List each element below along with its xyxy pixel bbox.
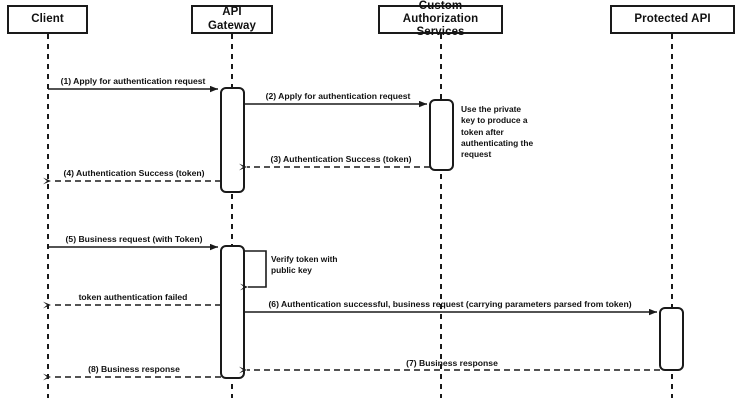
activation-gateway-auth-phase — [220, 87, 245, 193]
message-label-3: (3) Authentication Success (token) — [270, 154, 412, 164]
activation-bars-group — [220, 87, 684, 379]
participant-box-client[interactable]: Client — [7, 5, 88, 34]
participant-label-client: Client — [31, 12, 64, 25]
message-label-4: (4) Authentication Success (token) — [63, 168, 205, 178]
participant-box-protected-api[interactable]: Protected API — [610, 5, 735, 34]
participant-label-protected-api: Protected API — [634, 12, 711, 25]
participant-label-custom-authorization-services-line2: Services — [416, 26, 465, 39]
message-label-6: (6) Authentication successful, business … — [268, 299, 632, 309]
message-label-7: (7) Business response — [406, 358, 498, 368]
participant-label-api-gateway: API Gateway — [207, 6, 256, 32]
note-auth-private-key: Use the private key to produce a token a… — [461, 104, 534, 160]
self-message-verify-token — [240, 250, 267, 291]
participant-box-api-gateway[interactable]: API Gateway — [191, 5, 273, 34]
activation-protected-api — [659, 307, 684, 371]
message-label-token-failed: token authentication failed — [78, 292, 188, 302]
participant-box-custom-authorization-services[interactable]: Custom Authorization Services — [378, 0, 503, 38]
participant-label-custom-authorization-services-line1: Custom Authorization — [402, 0, 479, 25]
activation-auth-service — [429, 99, 454, 171]
message-label-1: (1) Apply for authentication request — [60, 76, 206, 86]
note-verify-token-public-key: Verify token with public key — [271, 254, 338, 276]
activation-gateway-business-phase — [220, 245, 245, 379]
messages-group — [43, 85, 660, 381]
message-label-5: (5) Business request (with Token) — [65, 234, 203, 244]
message-label-8: (8) Business response — [88, 364, 180, 374]
message-label-2: (2) Apply for authentication request — [265, 91, 411, 101]
